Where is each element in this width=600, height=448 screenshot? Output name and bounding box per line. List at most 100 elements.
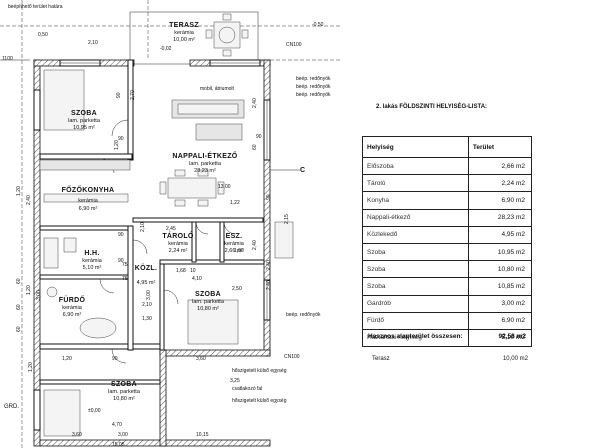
terrace-furniture xyxy=(205,13,249,57)
dimension-label: 2,40 xyxy=(266,280,272,290)
note-label: beép. redőnyök xyxy=(296,92,331,98)
dimension-label: 75 xyxy=(122,262,128,268)
dimension-label: 60 xyxy=(16,326,22,332)
svg-text:6,90 m²: 6,90 m² xyxy=(63,312,82,318)
dimension-label: 90 xyxy=(116,92,122,98)
level-label: ±0,00 xyxy=(88,408,101,414)
dimension-label: 10,15 xyxy=(196,432,209,438)
dimension-label: 2,40 xyxy=(252,240,258,250)
wall xyxy=(39,343,161,350)
svg-text:NAPPALI-ÉTKEZŐ: NAPPALI-ÉTKEZŐ xyxy=(172,151,237,160)
room-name-cell: Szoba xyxy=(362,242,469,262)
dimension-label: 2,50 xyxy=(232,286,242,292)
svg-text:kerámia: kerámia xyxy=(78,198,99,204)
wall xyxy=(39,274,133,280)
svg-text:lam. parketta: lam. parketta xyxy=(68,118,101,124)
svg-text:10,80 m²: 10,80 m² xyxy=(113,396,135,402)
dimension-label: 3,00 xyxy=(118,432,128,438)
room-label-szoba-1: SZOBA lam. parketta 10,95 m² xyxy=(68,110,101,131)
note-label: beép. redőnyök xyxy=(286,312,321,318)
toilet xyxy=(46,286,58,298)
bed xyxy=(43,389,81,437)
dimension-label: 10 xyxy=(190,268,196,274)
dimension-label: 4,70 xyxy=(112,422,122,428)
svg-text:10,00 m²: 10,00 m² xyxy=(173,37,195,43)
dimension-label: 4,10 xyxy=(192,276,202,282)
room-area-cell: 28,23 m2 xyxy=(467,208,533,227)
living-furniture xyxy=(159,99,245,207)
wall xyxy=(159,349,167,447)
wall xyxy=(39,379,161,385)
note-label: CN100 xyxy=(284,354,300,360)
dimension-label: 3,60 xyxy=(72,432,82,438)
note-label: GRD. xyxy=(4,404,19,410)
dimension-label: 2,40 xyxy=(266,260,272,270)
svg-text:kerámia: kerámia xyxy=(168,241,189,247)
svg-text:2,66 m²: 2,66 m² xyxy=(225,248,244,254)
dimension-label: 90 xyxy=(266,194,272,200)
room-label-fozokonyha: FŐZŐKONYHA kerámia 6,90 m² xyxy=(62,185,115,212)
room-label-terasz: TERASZ kerámia 10,00 m² xyxy=(169,22,199,43)
svg-text:H.H.: H.H. xyxy=(84,250,99,257)
stair xyxy=(274,221,294,259)
room-area-cell: 5,10 m2 xyxy=(467,328,533,348)
svg-text:TÁROLÓ: TÁROLÓ xyxy=(162,231,194,240)
dimension-label: 1,22 xyxy=(230,200,240,206)
room-name-cell: Fürdő xyxy=(362,311,469,330)
room-area-cell: 6,90 m2 xyxy=(467,311,533,330)
level-label: -0,02 xyxy=(160,46,172,52)
dimension-label: 15,05 xyxy=(112,442,125,448)
column-header-area: Terület xyxy=(467,136,533,158)
level-label: 0,50 xyxy=(38,32,48,38)
dimension-label: 3,25 xyxy=(230,378,240,384)
svg-text:5,10 m²: 5,10 m² xyxy=(83,265,102,271)
dimension-label: 2,40 xyxy=(26,195,32,205)
svg-text:kerámia: kerámia xyxy=(224,241,245,247)
total-label: Hasznos alapterület összesen: xyxy=(368,333,463,340)
svg-text:FŐZŐKONYHA: FŐZŐKONYHA xyxy=(62,185,115,194)
dimension-label: 2,10 xyxy=(88,40,98,46)
border-label: beépíthető terület határa xyxy=(8,4,63,10)
room-area-cell: 4,95 m2 xyxy=(467,225,533,244)
dimension-label: 2,10 xyxy=(140,222,146,232)
dimension-label: 90 xyxy=(256,134,262,140)
dimension-label: 90 xyxy=(118,232,124,238)
total-value: 92,58 m2 xyxy=(498,333,526,340)
room-area-cell: 10,80 m2 xyxy=(467,260,533,279)
svg-text:kerámia: kerámia xyxy=(82,258,103,264)
dimension-label: 60 xyxy=(252,144,258,150)
wall xyxy=(219,221,225,263)
room-area-cell: 2,66 m2 xyxy=(467,156,533,176)
terrace-area: Terasz 10,00 m2 xyxy=(372,356,532,362)
note-label: hőszigetelt külső egység xyxy=(232,368,287,374)
dimension-label: 3,00 xyxy=(146,290,152,300)
room-list-title: 2. lakás FÖLDSZINTI HELYISÉG-LISTA: xyxy=(376,104,488,110)
bathtub xyxy=(79,317,117,339)
section-label: C xyxy=(300,167,305,174)
wall xyxy=(132,217,264,223)
kitchen-counter xyxy=(43,193,129,203)
dimension-label: 2,70 xyxy=(130,90,136,100)
total-area: Hasznos alapterület összesen: 92,58 m2 xyxy=(368,333,526,340)
dimension-label: 90 xyxy=(118,136,124,142)
room-label-hh: H.H. kerámia 5,10 m² xyxy=(82,250,103,271)
wall xyxy=(159,263,165,351)
dimension-label: 1,30 xyxy=(142,316,152,322)
room-name-cell: Tároló xyxy=(362,174,469,193)
svg-text:SZOBA: SZOBA xyxy=(195,291,221,298)
wall xyxy=(191,221,197,263)
dimension-label: 2,10 xyxy=(142,302,152,308)
svg-text:10,95 m²: 10,95 m² xyxy=(73,125,95,131)
room-name-cell: Gardrób xyxy=(362,294,469,313)
note-label: hőszigetelt külső egység xyxy=(232,398,287,404)
